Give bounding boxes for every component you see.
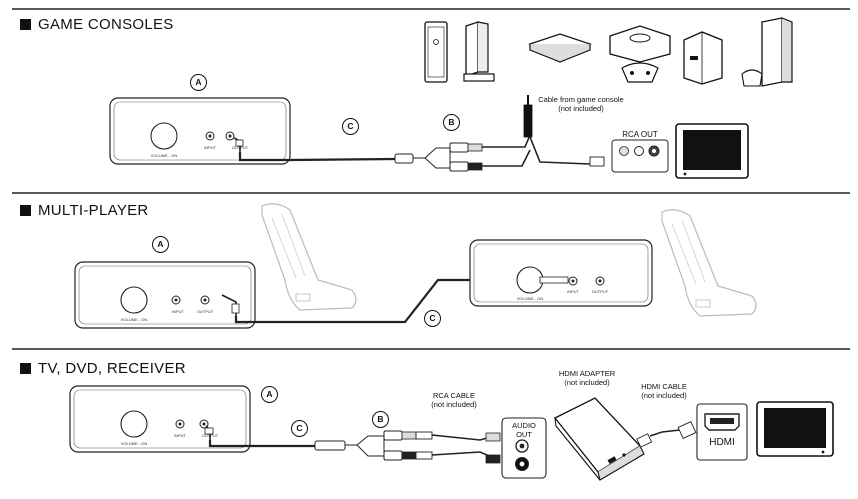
volume-knob-icon (120, 410, 148, 438)
hdmi-adapter-label: HDMI ADAPTER (not included) (548, 369, 626, 387)
callout-b: B (443, 114, 460, 131)
volume-label: VOLUME - ON (151, 153, 178, 158)
output-label: OUTPUT (592, 289, 609, 294)
section-title-text: TV, DVD, RECEIVER (38, 360, 186, 377)
speaker-control-panel-2: VOLUME - ON INPUT OUTPUT (74, 261, 256, 329)
tv-monitor-icon-2 (756, 401, 834, 457)
wii-console-icon (463, 21, 495, 82)
volume-knob-icon (120, 286, 148, 314)
xbox-360-icon (424, 21, 448, 83)
hdmi-port-box (696, 403, 748, 461)
callout-c: C (342, 118, 359, 135)
volume-knob-icon (516, 266, 544, 294)
section-title-tv-dvd-receiver: TV, DVD, RECEIVER (20, 360, 186, 377)
callout-a: A (190, 74, 207, 91)
gaming-chair-icon-2 (661, 209, 757, 317)
input-label: INPUT (174, 433, 187, 438)
y-adapter-2 (314, 430, 417, 461)
rca-cable-label-line1: RCA CABLE (432, 391, 476, 400)
hdmi-cable-label: HDMI CABLE (not included) (628, 382, 700, 400)
gaming-chair-icon-1 (261, 203, 357, 311)
audio-out-label: AUDIO OUT (502, 421, 546, 439)
output-label: OUTPUT (197, 309, 214, 314)
section-title-text: GAME CONSOLES (38, 16, 174, 33)
panel-plug-1 (233, 137, 244, 152)
gamepad-icon (621, 62, 659, 83)
ps3-console-icon (528, 33, 592, 63)
hdmi-cable-label-line2: (not included) (641, 391, 687, 400)
speaker-control-panel-3: VOLUME - ON INPUT OUTPUT (469, 239, 653, 307)
speaker-control-panel-1: VOLUME - ON INPUT OUTPUT (109, 97, 291, 165)
console-cable-note: Cable from game console (not included) (526, 95, 636, 113)
callout-a: A (152, 236, 169, 253)
rca-cable-label: RCA CABLE (not included) (414, 391, 494, 409)
audio-out-label-line2: OUT (516, 430, 532, 439)
hdmi-adapter-label-line1: HDMI ADAPTER (558, 369, 616, 378)
hdmi-cable (636, 421, 697, 448)
xbox-original-console-icon (609, 25, 671, 83)
rca-out-box-1 (589, 139, 669, 173)
speaker-control-panel-4: VOLUME - ON INPUT OUTPUT (69, 385, 251, 453)
hdmi-adapter-icon (553, 397, 645, 481)
input-label: INPUT (172, 309, 185, 314)
rca-out-label: RCA OUT (622, 130, 658, 139)
input-label: INPUT (567, 289, 580, 294)
hdmi-adapter-label-line2: (not included) (564, 378, 610, 387)
callout-b: B (372, 411, 389, 428)
callout-a: A (261, 386, 278, 403)
console-cable-note-line2: (not included) (558, 104, 604, 113)
callout-c: C (291, 420, 308, 437)
rca-cable-label-line2: (not included) (431, 400, 477, 409)
audio-out-label-line1: AUDIO (512, 421, 536, 430)
volume-label: VOLUME - ON (121, 441, 148, 446)
volume-label: VOLUME - ON (517, 296, 544, 301)
tv-monitor-icon-1 (675, 123, 749, 179)
console-cable-note-line1: Cable from game console (538, 95, 624, 104)
section-title-text: MULTI-PLAYER (38, 202, 149, 219)
cable-c-3 (208, 440, 315, 448)
rca-cable (415, 431, 501, 464)
volume-knob-icon (150, 122, 178, 150)
console-cable (482, 95, 591, 167)
hdmi-cable-label-line1: HDMI CABLE (641, 382, 687, 391)
section-title-game-consoles: GAME CONSOLES (20, 16, 174, 33)
panel-plug-3 (204, 425, 214, 440)
cable-c-1 (238, 152, 396, 162)
panel-plug-2 (221, 294, 240, 316)
y-adapter-1 (394, 142, 483, 172)
gamecube-console-icon (683, 31, 723, 85)
audio-out-box (501, 417, 547, 479)
callout-c: C (424, 310, 441, 327)
input-label: INPUT (204, 145, 217, 150)
section-title-multi-player: MULTI-PLAYER (20, 202, 149, 219)
volume-label: VOLUME - ON (121, 317, 148, 322)
hdmi-port-label: HDMI (709, 437, 735, 448)
ps4-console-icon (741, 17, 793, 87)
